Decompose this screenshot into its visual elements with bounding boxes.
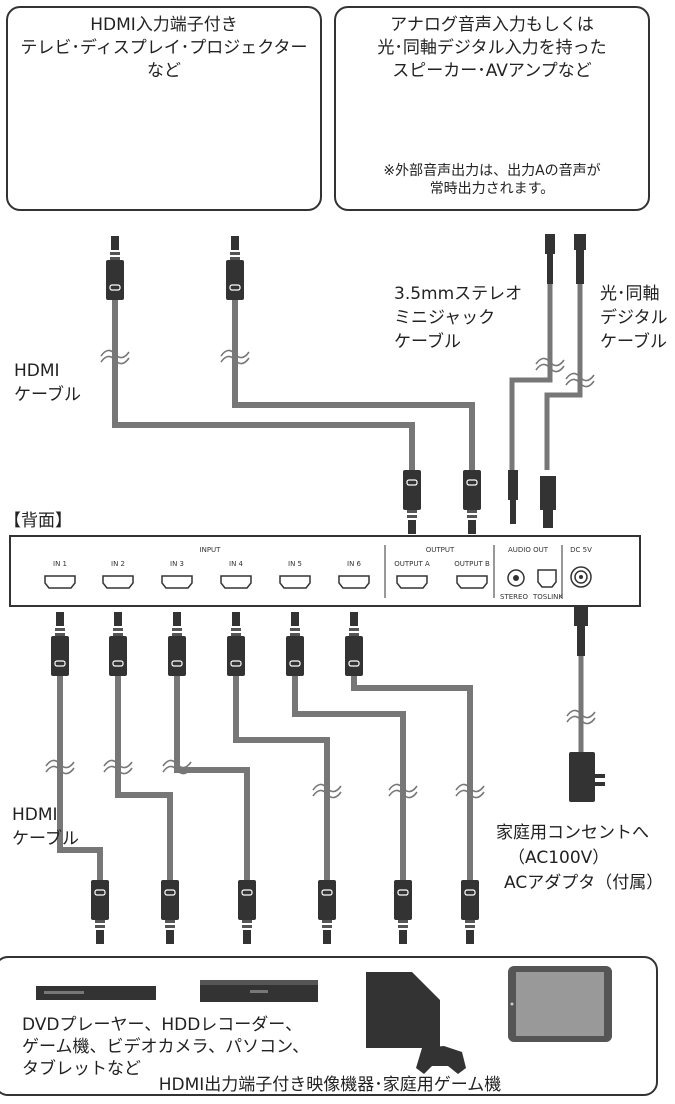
- display-devices-box: [6, 6, 322, 211]
- port-label-in-5: IN 5: [288, 560, 302, 568]
- ac-adapter-cable: [566, 606, 605, 802]
- port-label-in-3: IN 3: [170, 560, 184, 568]
- port-label-in-1: IN 1: [53, 560, 67, 568]
- audio-out-header: AUDIO OUT: [508, 546, 549, 554]
- hdmi-cable-label-top-line-1: HDMI: [14, 361, 60, 381]
- mini-jack-label-line-3: ケーブル: [394, 332, 461, 352]
- top-hdmi-cables: [112, 300, 475, 470]
- display-box-title-line-1: HDMI入力端子付き: [90, 15, 238, 35]
- rear-panel: [9, 535, 641, 607]
- port-label-stereo: STEREO: [500, 593, 528, 601]
- dvd-player-illustration: [36, 986, 156, 1000]
- port-label-in-6: IN 6: [347, 560, 362, 568]
- optical-label-line-1: 光･同軸: [600, 284, 660, 304]
- output-header: OUTPUT: [426, 546, 455, 554]
- audio-box-note-line-1: ※外部音声出力は、出力Aの音声が: [383, 163, 601, 179]
- dc-header: DC 5V: [570, 546, 592, 554]
- optical-plug-bottom: [540, 476, 556, 528]
- outlet-label: 家庭用コンセントへ: [496, 823, 649, 843]
- port-label-output-b: OUTPUT B: [454, 560, 490, 568]
- audio-box-title-line-1: アナログ音声入力もしくは: [390, 15, 594, 35]
- optical-label-line-2: デジタル: [600, 308, 668, 328]
- hdmi-cable-label-bottom-line-1: HDMI: [12, 805, 58, 825]
- game-console-illustration: [366, 972, 466, 1074]
- mini-jack-plug-top: [545, 234, 555, 284]
- port-label-in-2: IN 2: [111, 560, 125, 568]
- port-label-in-4: IN 4: [229, 560, 244, 568]
- audio-devices-box: [334, 6, 650, 211]
- source-list-line-2: ゲーム機、ビデオカメラ、パソコン、: [22, 1037, 310, 1057]
- ac-voltage-label: （AC100V）: [508, 848, 610, 868]
- hdd-recorder-illustration: [200, 980, 318, 1002]
- source-list-line-1: DVDプレーヤー、HDDレコーダー、: [22, 1015, 303, 1035]
- display-box-title-line-3: など: [147, 61, 181, 81]
- input-header: INPUT: [200, 546, 222, 554]
- tablet-illustration: [508, 966, 612, 1042]
- audio-box-title-line-2: 光･同軸デジタル入力を持った: [377, 38, 607, 58]
- source-list-line-3: タブレットなど: [22, 1059, 141, 1079]
- mini-jack-label-line-1: 3.5mmステレオ: [394, 284, 523, 304]
- optical-label-line-3: ケーブル: [600, 332, 667, 352]
- display-box-title-line-2: テレビ･ディスプレイ･プロジェクター: [20, 38, 308, 58]
- mini-jack-label-line-2: ミニジャック: [394, 308, 496, 328]
- audio-box-note-line-2: 常時出力されます。: [429, 181, 555, 197]
- ac-adapter-label: ACアダプタ（付属）: [504, 873, 664, 893]
- rear-label: 【背面】: [4, 511, 72, 531]
- port-label-toslink: TOSLINK: [532, 593, 563, 601]
- hdmi-cable-label-bottom-line-2: ケーブル: [12, 829, 79, 849]
- optical-plug-top: [574, 234, 586, 284]
- hdmi-cable-label-top-line-2: ケーブル: [14, 385, 81, 405]
- audio-box-title-line-3: スピーカー･AVアンプなど: [392, 61, 592, 81]
- mini-jack-plug-bottom: [508, 470, 518, 524]
- source-box-caption: HDMI出力端子付き映像機器･家庭用ゲーム機: [158, 1075, 502, 1095]
- port-label-output-a: OUTPUT A: [394, 560, 430, 568]
